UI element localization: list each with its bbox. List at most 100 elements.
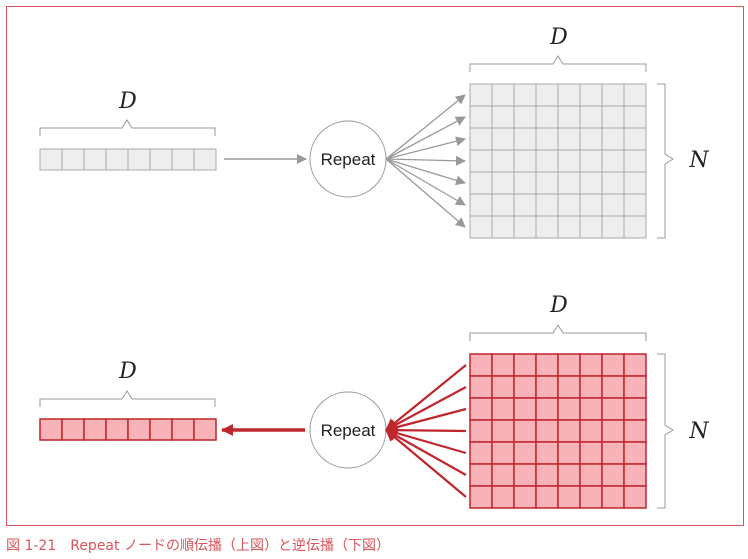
matrix-cell bbox=[535, 171, 559, 195]
vector-cell bbox=[83, 148, 107, 171]
figure-caption: 図 1-21 Repeat ノードの順伝播（上図）と逆伝播（下図） bbox=[6, 538, 390, 554]
grad-input-height-brace bbox=[657, 353, 674, 509]
matrix-cell bbox=[469, 353, 493, 377]
matrix-cell bbox=[557, 149, 581, 173]
matrix-cell bbox=[557, 83, 581, 107]
matrix-cell bbox=[623, 397, 647, 421]
matrix-cell bbox=[513, 375, 537, 399]
matrix-cell bbox=[535, 375, 559, 399]
fan-out-arrow bbox=[385, 116, 466, 160]
matrix-cell bbox=[623, 105, 647, 129]
matrix-cell bbox=[579, 463, 603, 487]
fan-out-arrow bbox=[385, 136, 466, 160]
fan-out-arrows bbox=[385, 94, 466, 228]
matrix-cell bbox=[513, 353, 537, 377]
matrix-cell bbox=[469, 149, 493, 173]
matrix-cell bbox=[469, 171, 493, 195]
output-height-brace bbox=[657, 83, 674, 239]
matrix-cell bbox=[623, 419, 647, 443]
matrix-cell bbox=[469, 397, 493, 421]
matrix-cell bbox=[491, 149, 515, 173]
matrix-cell bbox=[513, 171, 537, 195]
matrix-cell bbox=[491, 485, 515, 509]
matrix-cell bbox=[601, 441, 625, 465]
matrix-cell bbox=[623, 353, 647, 377]
matrix-cell bbox=[491, 419, 515, 443]
input-vector bbox=[39, 148, 217, 171]
matrix-cell bbox=[557, 375, 581, 399]
matrix-cell bbox=[601, 127, 625, 151]
matrix-cell bbox=[623, 463, 647, 487]
vector-cell bbox=[83, 418, 107, 441]
grad-input-height-label: N bbox=[688, 419, 709, 444]
matrix-cell bbox=[469, 127, 493, 151]
matrix-cell bbox=[491, 83, 515, 107]
matrix-cell bbox=[513, 463, 537, 487]
vector-cell bbox=[61, 418, 85, 441]
fan-out-arrow bbox=[385, 94, 466, 160]
vector-cell bbox=[105, 418, 129, 441]
matrix-cell bbox=[469, 105, 493, 129]
matrix-cell bbox=[623, 127, 647, 151]
matrix-cell bbox=[557, 193, 581, 217]
forward-pass: D Repeat D N bbox=[39, 25, 709, 239]
matrix-cell bbox=[579, 193, 603, 217]
vector-cell bbox=[39, 418, 63, 441]
input-width-label: D bbox=[118, 89, 137, 114]
matrix-cell bbox=[557, 127, 581, 151]
matrix-cell bbox=[623, 215, 647, 239]
matrix-cell bbox=[623, 83, 647, 107]
matrix-cell bbox=[513, 485, 537, 509]
fan-in-arrows bbox=[385, 364, 467, 498]
matrix-cell bbox=[513, 149, 537, 173]
matrix-cell bbox=[579, 441, 603, 465]
fan-out-arrow bbox=[385, 158, 466, 228]
output-matrix bbox=[469, 83, 647, 239]
output-width-label: D bbox=[549, 25, 568, 50]
matrix-cell bbox=[601, 83, 625, 107]
grad-output-width-brace bbox=[39, 390, 216, 407]
backward-pass: D Repeat D N bbox=[39, 293, 709, 509]
matrix-cell bbox=[557, 419, 581, 443]
input-width-brace bbox=[39, 119, 216, 136]
matrix-cell bbox=[601, 419, 625, 443]
matrix-cell bbox=[579, 353, 603, 377]
matrix-cell bbox=[623, 441, 647, 465]
vector-cell bbox=[127, 418, 151, 441]
grad-input-width-brace bbox=[469, 324, 647, 341]
grad-input-width-label: D bbox=[549, 293, 568, 318]
matrix-cell bbox=[579, 83, 603, 107]
matrix-cell bbox=[491, 441, 515, 465]
matrix-cell bbox=[491, 353, 515, 377]
matrix-cell bbox=[469, 419, 493, 443]
matrix-cell bbox=[579, 105, 603, 129]
fan-out-arrow bbox=[385, 155, 466, 166]
fan-out-arrow bbox=[385, 158, 466, 186]
output-width-brace bbox=[469, 55, 647, 72]
fan-in-arrow bbox=[385, 364, 467, 431]
fan-in-arrow bbox=[385, 407, 467, 434]
matrix-cell bbox=[601, 171, 625, 195]
matrix-cell bbox=[513, 419, 537, 443]
matrix-cell bbox=[469, 215, 493, 239]
vector-cell bbox=[127, 148, 151, 171]
matrix-cell bbox=[557, 215, 581, 239]
matrix-cell bbox=[513, 127, 537, 151]
vector-cell bbox=[193, 148, 217, 171]
fan-in-arrow bbox=[385, 424, 467, 437]
matrix-cell bbox=[469, 485, 493, 509]
matrix-cell bbox=[557, 485, 581, 509]
matrix-cell bbox=[623, 485, 647, 509]
matrix-cell bbox=[557, 463, 581, 487]
matrix-cell bbox=[535, 397, 559, 421]
matrix-cell bbox=[557, 171, 581, 195]
matrix-cell bbox=[469, 441, 493, 465]
matrix-cell bbox=[579, 485, 603, 509]
matrix-cell bbox=[513, 83, 537, 107]
matrix-cell bbox=[535, 463, 559, 487]
vector-cell bbox=[61, 148, 85, 171]
matrix-cell bbox=[557, 353, 581, 377]
matrix-cell bbox=[513, 105, 537, 129]
vector-cell bbox=[171, 418, 195, 441]
